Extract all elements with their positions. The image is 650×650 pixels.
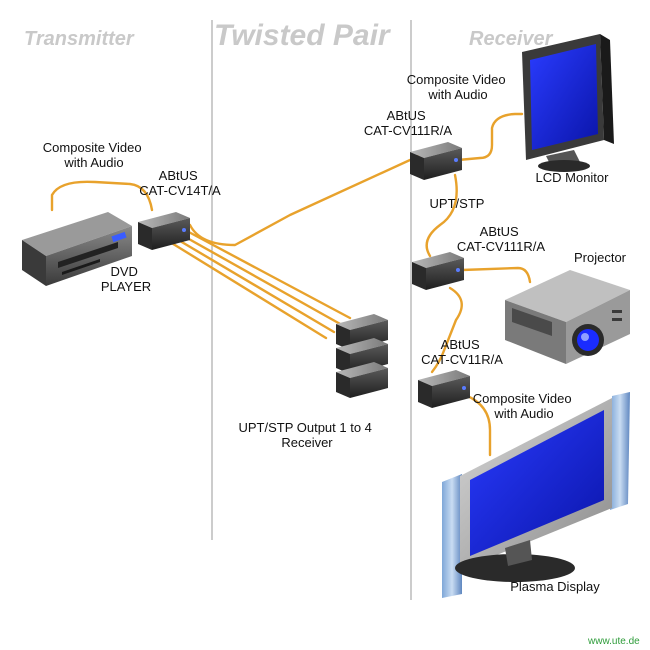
monitor-signal-label: Composite Video with Audio — [407, 72, 509, 102]
receiver1-box-icon — [410, 142, 462, 180]
dvd-player-icon — [22, 212, 132, 286]
cables — [50, 112, 532, 457]
cable-output-2 — [178, 232, 344, 327]
projector-label: Projector — [574, 250, 627, 265]
cable-receiver2-to-receiver3 — [430, 286, 463, 374]
cable-dvd-to-transmitter — [50, 180, 154, 212]
transmitter-column-title: Transmitter — [24, 28, 135, 50]
cable-receiver2-to-projector — [460, 266, 532, 284]
plasma-display-label: Plasma Display — [510, 579, 600, 594]
lcd-monitor-label: LCD Monitor — [536, 170, 610, 185]
cable-output-3 — [173, 236, 336, 334]
receiver2-model-label: ABtUS CAT-CV111R/A — [457, 224, 545, 254]
twisted-pair-column-title: Twisted Pair — [214, 19, 392, 52]
plasma-signal-label: Composite Video with Audio — [473, 391, 575, 421]
receiver2-box-icon — [412, 252, 464, 290]
transmitter-model-label: ABtUS CAT-CV14T/A — [139, 168, 221, 198]
plasma-display-icon — [442, 392, 630, 598]
credit-link[interactable]: www.ute.de — [587, 636, 640, 647]
cable-receiver1-to-receiver2 — [425, 173, 458, 258]
receiver3-model-label: ABtUS CAT-CV11R/A — [421, 337, 503, 367]
cable-receiver1-to-lcd — [456, 112, 524, 162]
lcd-monitor-icon — [522, 34, 614, 172]
output-note-label: UPT/STP Output 1 to 4 Receiver — [238, 420, 375, 450]
cable-transmitter-to-receiver1 — [188, 148, 430, 247]
projector-icon — [505, 270, 630, 364]
dvd-player-label: DVD PLAYER — [101, 264, 151, 294]
receiver3-box-icon — [418, 370, 470, 408]
cable-type-label: UPT/STP — [430, 196, 485, 211]
receiver-stack-icon — [336, 314, 388, 398]
receiver-column-title: Receiver — [469, 28, 554, 50]
receiver1-model-label: ABtUS CAT-CV111R/A — [364, 108, 452, 138]
cable-output-4 — [168, 240, 328, 340]
cable-output-1 — [183, 228, 352, 320]
source-signal-label: Composite Video with Audio — [43, 140, 145, 170]
transmitter-box-icon — [138, 212, 190, 250]
